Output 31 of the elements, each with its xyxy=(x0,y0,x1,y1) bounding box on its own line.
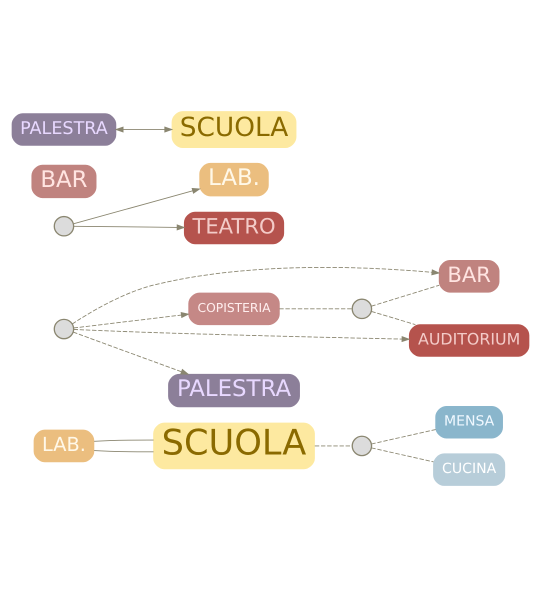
arrow xyxy=(72,331,190,374)
node-box: PALESTRA xyxy=(12,112,116,146)
node-box: SCUOLA xyxy=(172,110,296,148)
node-box: PALESTRA xyxy=(168,373,300,407)
node-box: LAB. xyxy=(199,162,269,196)
arrow xyxy=(72,187,201,224)
arrow xyxy=(114,126,174,132)
node-circle xyxy=(54,215,74,236)
connector xyxy=(278,308,353,309)
arrow xyxy=(73,312,190,328)
node-box: BAR xyxy=(438,260,500,292)
arrow xyxy=(73,328,410,342)
connector xyxy=(370,310,416,325)
connector xyxy=(370,446,434,462)
node-box: LAB. xyxy=(34,429,94,462)
connector xyxy=(94,450,154,452)
node-box: SCUOLA xyxy=(153,422,315,469)
node-circle xyxy=(54,318,74,339)
node-box: TEATRO xyxy=(184,211,284,244)
connector xyxy=(94,439,154,442)
node-circle xyxy=(352,435,372,456)
node-box: COPISTERIA xyxy=(188,292,280,325)
node-box: MENSA xyxy=(435,405,503,438)
connector xyxy=(370,284,440,306)
node-box: AUDITORIUM xyxy=(408,324,530,356)
node-box: CUCINA xyxy=(433,452,506,486)
connector xyxy=(370,428,436,444)
node-circle xyxy=(352,298,372,319)
connector xyxy=(314,445,352,446)
node-box: BAR xyxy=(31,164,96,198)
arrow xyxy=(73,224,186,230)
